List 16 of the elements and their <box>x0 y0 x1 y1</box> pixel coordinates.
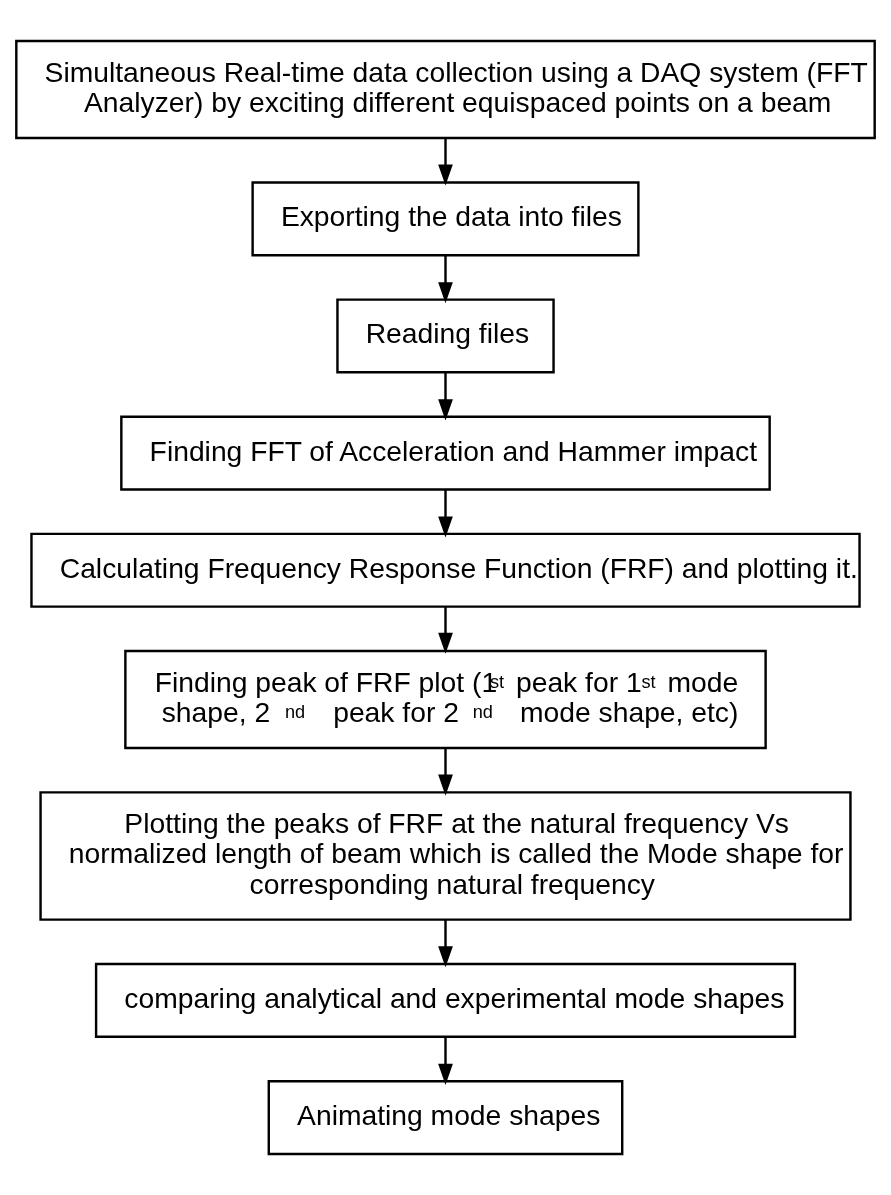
node-box: Plotting the peaks of FRF at the natural frequency Vs normalized length of beam which is called the Mode shape for corresponding natural frequency <box>39 791 852 921</box>
node-box: Reading files <box>336 298 555 374</box>
node-box: comparing analytical and experimental mode shapes <box>94 962 797 1038</box>
arrow <box>438 255 453 304</box>
arrow <box>438 372 453 421</box>
arrow <box>438 607 453 654</box>
node-box: Finding FFT of Acceleration and Hammer impact <box>120 415 771 491</box>
arrow <box>438 920 453 968</box>
arrow <box>438 489 453 538</box>
node-box: Calculating Frequency Response Function (FRF) and plotting it. <box>30 532 861 608</box>
node-box: Exporting the data into files <box>251 181 640 257</box>
arrow <box>438 138 453 186</box>
arrow <box>438 1037 453 1085</box>
arrow <box>438 748 453 796</box>
node-box: Animating mode shapes <box>267 1080 624 1156</box>
node-box: Simultaneous Real-time data collection using a DAQ system (FFT Analyzer) by exciting different equispaced points on a beam <box>15 39 876 140</box>
